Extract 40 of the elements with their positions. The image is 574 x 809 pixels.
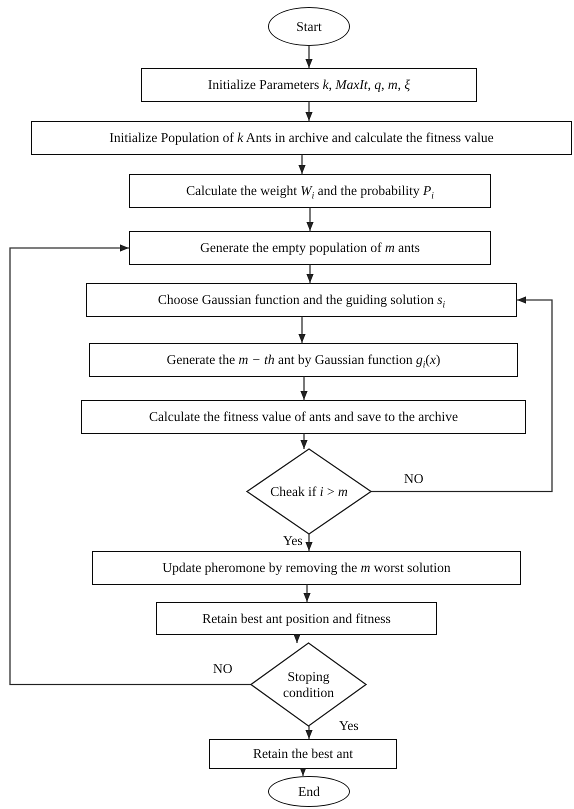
process-box xyxy=(129,174,491,208)
arrow xyxy=(305,534,313,551)
process-box xyxy=(86,283,517,317)
arrow xyxy=(305,46,313,68)
arrow xyxy=(371,296,553,492)
step-text: Start xyxy=(296,18,322,34)
arrow xyxy=(303,585,311,602)
step-text: Update pheromone by removing the m worst solution xyxy=(162,560,451,576)
step-text: Generate the empty population of m ants xyxy=(200,240,420,256)
arrow xyxy=(299,766,307,776)
step-text: Cheak if i > m xyxy=(269,484,349,500)
process-box xyxy=(129,231,491,265)
arrow xyxy=(306,265,314,283)
step-text: Initialize Parameters k, MaxIt, q, m, ξ xyxy=(208,77,410,93)
process-box xyxy=(31,121,572,155)
step-text: Calculate the fitness value of ants and save to the archive xyxy=(149,409,458,425)
arrow xyxy=(306,208,314,231)
process-box xyxy=(92,551,521,585)
process-box xyxy=(89,343,518,377)
step-text: Calculate the weight W$_{i}$ and the probability P$_{i}$ xyxy=(186,183,434,199)
step-text: Retain best ant position and fitness xyxy=(202,610,391,626)
process-box xyxy=(209,739,397,769)
arrow xyxy=(9,244,251,686)
step-text: End xyxy=(298,784,320,800)
process-box xyxy=(81,400,526,434)
arrow xyxy=(305,726,313,739)
step-text: Initialize Population of k Ants in archive and calculate the fitness value xyxy=(109,130,494,146)
arrow xyxy=(300,377,308,400)
process-box xyxy=(156,602,437,635)
arrow xyxy=(298,317,306,343)
arrow xyxy=(305,102,313,121)
decision-diamond xyxy=(247,449,371,534)
step-text: Retain the best ant xyxy=(252,746,354,762)
arrow xyxy=(293,634,301,643)
step-text: Choose Gaussian function and the guiding solution s$_{i}$ xyxy=(158,292,446,308)
arrow xyxy=(300,434,308,449)
step-text: Generate the m − th ant by Gaussian function g$_{i}$(x) xyxy=(166,352,440,368)
step-text: Stoping condition xyxy=(282,668,335,700)
arrow xyxy=(298,155,306,174)
process-box xyxy=(141,68,477,102)
